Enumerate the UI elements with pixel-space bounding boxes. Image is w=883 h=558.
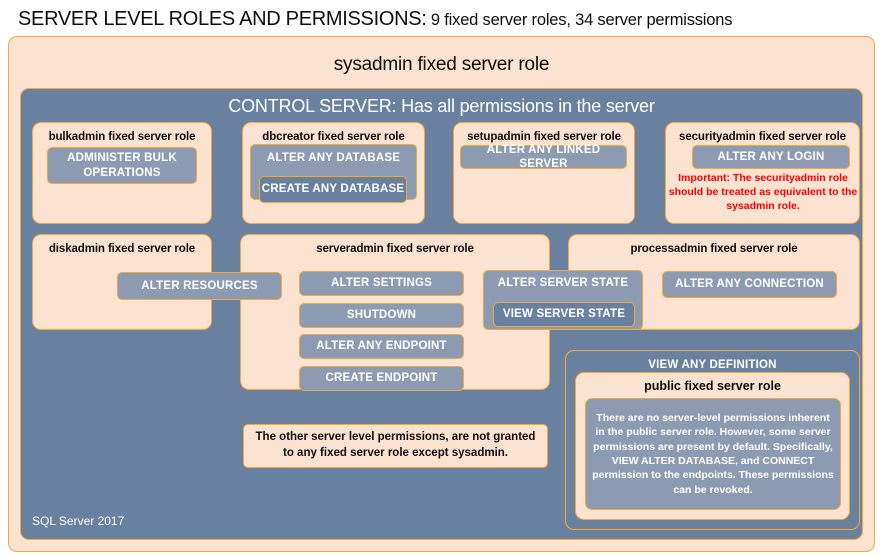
serveradmin-role-label: serveradmin fixed server role	[316, 243, 474, 255]
permission-administer-bulk-operations: ADMINISTER BULK OPERATIONS	[47, 147, 197, 184]
diskadmin-role-label: diskadmin fixed server role	[48, 243, 196, 255]
public-role-label: public fixed server role	[644, 379, 781, 393]
dbcreator-role-label: dbcreator fixed server role	[262, 131, 405, 143]
permission-alter-resources: ALTER RESOURCES	[117, 272, 282, 300]
public-role-note: There are no server-level permissions in…	[585, 398, 841, 510]
permission-create-any-database: CREATE ANY DATABASE	[259, 176, 407, 203]
permission-alter-any-linked-server: ALTER ANY LINKED SERVER	[460, 144, 627, 170]
processadmin-role-label: processadmin fixed server role	[630, 243, 798, 255]
other-permissions-note: The other server level permissions, are …	[243, 424, 548, 468]
setupadmin-role-box: setupadmin fixed server role	[453, 122, 635, 224]
securityadmin-warning-note: Important: The securityadmin role should…	[668, 172, 858, 212]
setupadmin-role-label: setupadmin fixed server role	[467, 131, 621, 143]
permission-alter-any-login: ALTER ANY LOGIN	[692, 145, 850, 169]
permission-alter-any-connection: ALTER ANY CONNECTION	[662, 271, 837, 298]
securityadmin-role-box: securityadmin fixed server role	[665, 122, 860, 224]
bulkadmin-role-label: bulkadmin fixed server role	[48, 131, 196, 143]
page-title: SERVER LEVEL ROLES AND PERMISSIONS: 9 fi…	[18, 8, 878, 34]
permission-view-server-state: VIEW SERVER STATE	[493, 302, 635, 327]
permission-alter-settings: ALTER SETTINGS	[299, 271, 464, 296]
securityadmin-role-label: securityadmin fixed server role	[679, 131, 846, 143]
footer-version-label: SQL Server 2017	[32, 514, 125, 528]
control-server-label: CONTROL SERVER: Has all permissions in t…	[228, 96, 655, 116]
permission-view-any-definition-label: VIEW ANY DEFINITION	[648, 359, 777, 371]
permission-alter-any-endpoint: ALTER ANY ENDPOINT	[299, 334, 464, 359]
page-title-subtitle: 9 fixed server roles, 34 server permissi…	[426, 11, 733, 29]
page-title-main: SERVER LEVEL ROLES AND PERMISSIONS:	[18, 8, 427, 30]
permission-create-endpoint: CREATE ENDPOINT	[299, 366, 464, 391]
sysadmin-role-label: sysadmin fixed server role	[333, 54, 550, 75]
permission-shutdown: SHUTDOWN	[299, 303, 464, 328]
